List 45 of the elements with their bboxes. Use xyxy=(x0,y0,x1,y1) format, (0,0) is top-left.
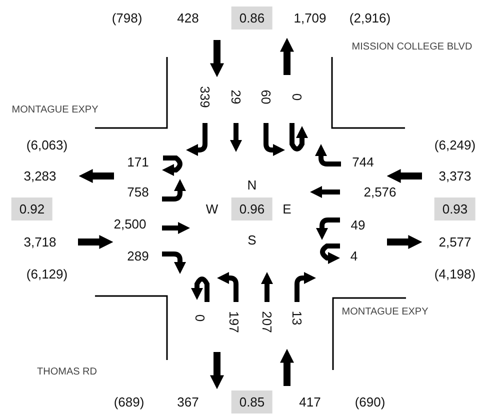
volume-label: (6,063) xyxy=(26,138,68,152)
volume-label: 417 xyxy=(299,394,321,410)
volume-label: 2,577 xyxy=(438,234,472,250)
volume-label: 2,500 xyxy=(114,216,146,232)
compass-letter: W xyxy=(206,202,218,216)
factor-label: 0.92 xyxy=(11,198,53,220)
volume-label: (690) xyxy=(354,394,386,410)
volume-label: 3,283 xyxy=(24,168,56,184)
volume-label: (6,129) xyxy=(26,266,68,282)
volume-label: 367 xyxy=(177,394,199,410)
street-name: MONTAGUE EXPY xyxy=(342,306,428,320)
volume-label: 49 xyxy=(350,218,366,232)
street-name: THOMAS RD xyxy=(37,366,97,380)
volume-label: (689) xyxy=(114,394,144,410)
volume-label: 29 xyxy=(228,90,244,104)
volume-label: (798) xyxy=(112,10,142,26)
volume-label: 13 xyxy=(290,310,304,326)
factor-label: 0.93 xyxy=(434,198,476,220)
volume-label: (2,916) xyxy=(349,10,391,26)
volume-label: 60 xyxy=(258,90,274,104)
volume-label: 197 xyxy=(226,311,242,333)
street-name: MONTAGUE EXPY xyxy=(12,104,98,118)
volume-label: 744 xyxy=(352,154,374,170)
volume-label: (4,198) xyxy=(434,266,476,282)
volume-label: 207 xyxy=(260,311,274,333)
compass-letter: S xyxy=(248,232,256,248)
volume-label: 428 xyxy=(177,10,199,26)
volume-label: 1,709 xyxy=(294,10,326,26)
factor-label: 0.86 xyxy=(231,6,273,30)
volume-label: (6,249) xyxy=(434,138,476,152)
volume-label: 171 xyxy=(127,154,149,170)
volume-label: 3,373 xyxy=(438,168,472,184)
volume-label: 289 xyxy=(127,248,149,264)
volume-label: 758 xyxy=(127,184,149,200)
volume-label: 339 xyxy=(198,86,212,108)
volume-label: 4 xyxy=(350,248,358,264)
compass-letter: E xyxy=(282,202,292,216)
volume-label: 0 xyxy=(290,93,304,101)
factor-label: 0.96 xyxy=(231,198,273,220)
volume-label: 0 xyxy=(192,314,208,322)
volume-label: 2,576 xyxy=(364,184,396,200)
factor-label: 0.85 xyxy=(231,390,273,414)
street-name: MISSION COLLEGE BLVD xyxy=(352,40,472,54)
compass-letter: N xyxy=(247,178,257,192)
volume-label: 3,718 xyxy=(24,234,56,250)
